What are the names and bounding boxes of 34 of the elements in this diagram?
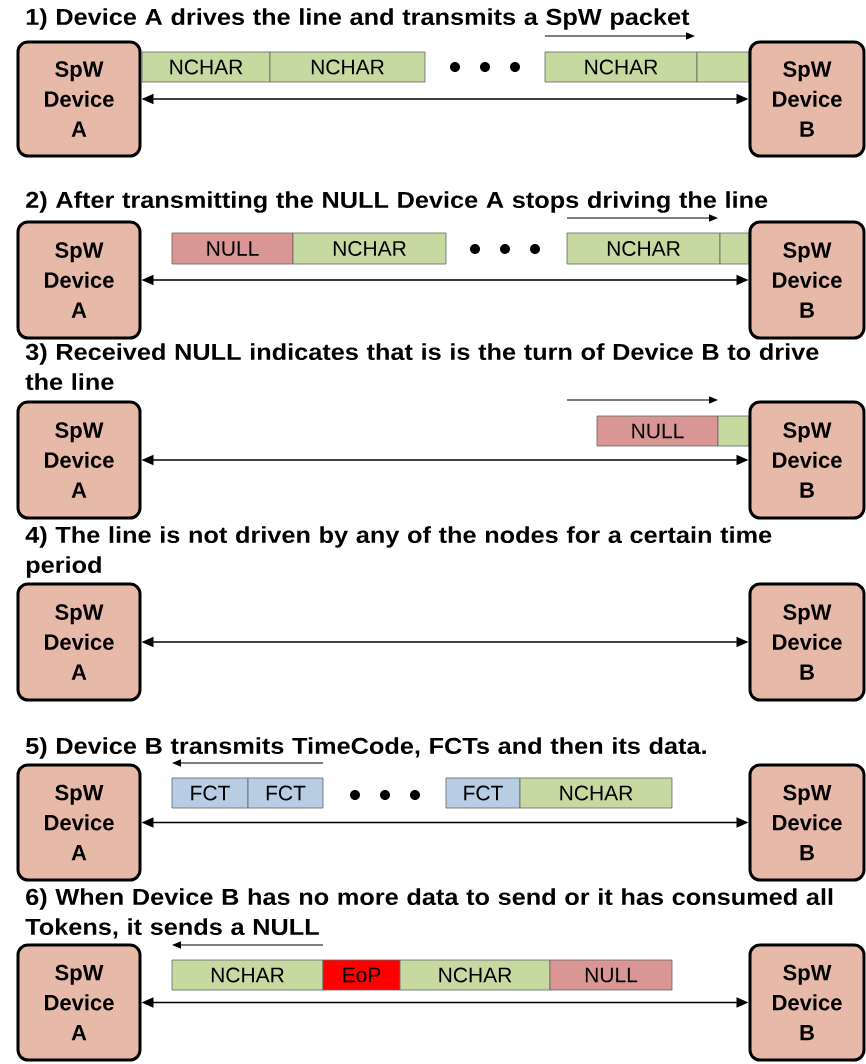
packet-cell: NCHAR [269, 51, 426, 83]
step-heading: 5) Device B transmits TimeCode, FCTs and then its data. [26, 737, 706, 759]
device-box: SpW Device B [748, 220, 866, 340]
step-heading: 6) When Device B has no more data to send or it has consumed all Tokens, it sends a NULL [25, 888, 833, 939]
packet-cell: NCHAR [292, 232, 447, 265]
packet-cell: NCHAR [141, 51, 271, 83]
packet-cell: FCT [247, 777, 324, 809]
device-box: SpW Device A [16, 582, 142, 702]
device-box: SpW Device A [16, 400, 142, 520]
step-heading: 1) Device A drives the line and transmits a SpW packet [26, 8, 690, 30]
device-box: SpW Device B [748, 763, 866, 882]
step-heading: 4) The line is not driven by any of the nodes for a certain time period [25, 526, 772, 578]
device-box: SpW Device A [16, 40, 142, 158]
packet-cell [719, 232, 750, 265]
packet-cell: NULL [596, 415, 719, 447]
packet-cell: NCHAR [399, 959, 551, 991]
step-heading: 3) Received NULL indicates that is is the turn of Device B to drive the line [25, 343, 819, 391]
device-box: SpW Device A [16, 220, 142, 340]
packet-cell: EoP [322, 959, 401, 991]
device-box: SpW Device B [748, 582, 866, 702]
step-heading: 2) After transmitting the NULL Device A stops driving the line [26, 191, 768, 213]
device-box: SpW Device A [16, 763, 142, 882]
packet-cell: NULL [549, 959, 673, 991]
device-box: SpW Device B [748, 40, 866, 158]
device-box: SpW Device A [16, 943, 142, 1062]
packet-cell: FCT [171, 777, 249, 809]
packet-cell [696, 51, 750, 83]
packet-cell: NULL [171, 232, 294, 265]
packet-cell: NCHAR [171, 959, 324, 991]
device-box: SpW Device B [748, 943, 866, 1062]
packet-cell: FCT [445, 777, 521, 809]
device-box: SpW Device B [748, 400, 866, 520]
packet-cell [717, 415, 750, 447]
packet-cell: NCHAR [519, 777, 673, 809]
